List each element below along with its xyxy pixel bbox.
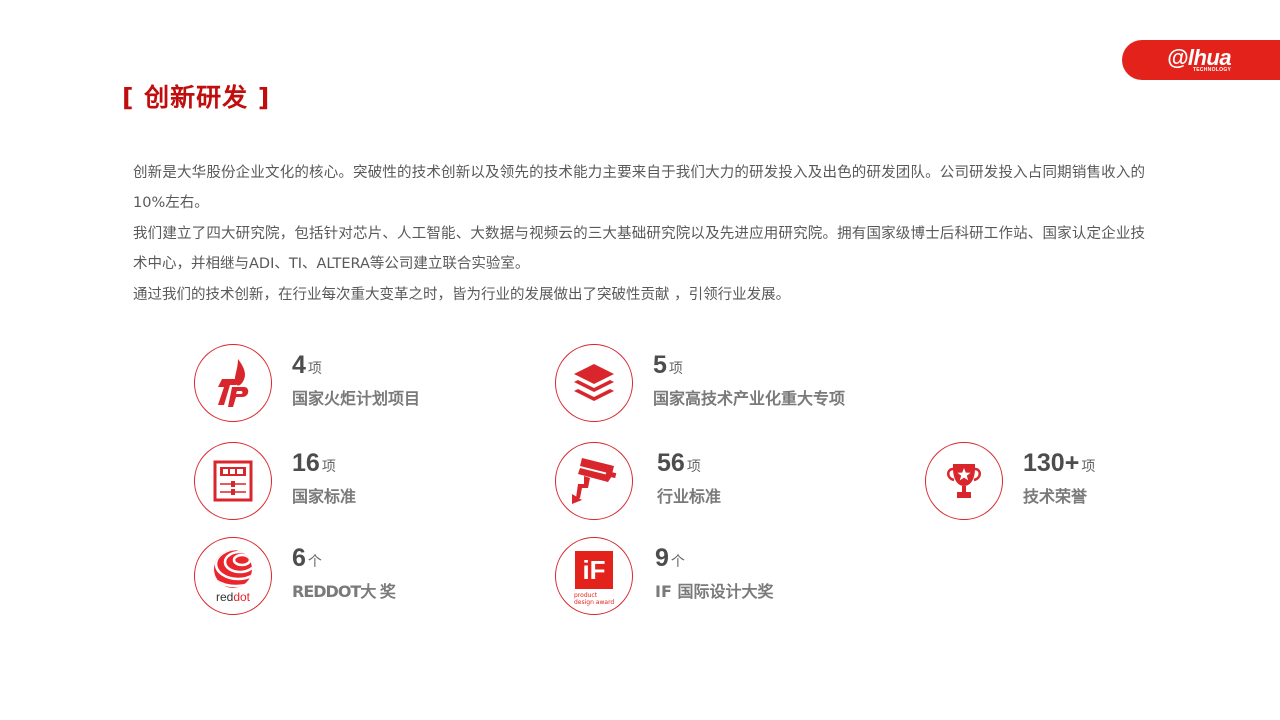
stat-label: 国家火炬计划项目 xyxy=(292,389,421,408)
stat-national-standards: 16 项 国家标准 xyxy=(194,442,356,520)
stat-label: 技术荣誉 xyxy=(1023,487,1088,506)
intro-paragraph: 通过我们的技术创新，在行业每次重大变革之时，皆为行业的发展做出了突破性贡献 ，引… xyxy=(133,287,791,303)
torch-icon xyxy=(194,344,272,422)
stat-torch-program: 4 项 国家火炬计划项目 xyxy=(194,344,420,422)
reddot-logo-icon: reddot xyxy=(194,537,272,615)
stat-tech-honors: 130+ 项 技术荣誉 xyxy=(925,442,1095,520)
stat-number: 16 xyxy=(292,449,320,477)
stat-industry-standards: 56 项 行业标准 xyxy=(555,442,721,520)
stat-number: 6 xyxy=(292,544,306,572)
stat-number: 56 xyxy=(657,449,685,477)
page-title: [ 创新研发 ] xyxy=(122,83,271,112)
security-camera-icon xyxy=(555,442,633,520)
stat-unit: 项 xyxy=(686,459,701,475)
stat-number: 5 xyxy=(653,351,667,379)
stat-if-design-award: iF product design award 9 个 IF 国际设计大奖 xyxy=(555,537,773,615)
logo-brand: @lhua xyxy=(1166,44,1232,70)
dahua-logo: @lhua TECHNOLOGY xyxy=(1122,40,1280,80)
stat-unit: 项 xyxy=(307,361,322,377)
stat-label: IF 国际设计大奖 xyxy=(655,582,774,601)
intro-text: 创新是大华股份企业文化的核心。突破性的技术创新以及领先的技术能力主要来自于我们大… xyxy=(133,158,1145,310)
intro-paragraph: 我们建立了四大研究院，包括针对芯片、人工智能、大数据与视频云的三大基础研究院以及… xyxy=(133,226,1145,272)
stat-number: 9 xyxy=(655,544,669,572)
if-award-logo-icon: iF product design award xyxy=(555,537,633,615)
stat-reddot-award: reddot 6 个 REDDOT大 奖 xyxy=(194,537,396,615)
stat-unit: 个 xyxy=(670,554,685,570)
stat-number: 4 xyxy=(292,351,306,379)
if-logo-text: iF xyxy=(582,554,606,585)
if-caption-1: product xyxy=(574,591,598,599)
stat-unit: 项 xyxy=(668,361,683,377)
stat-number: 130+ xyxy=(1023,449,1080,477)
stat-label: REDDOT大 奖 xyxy=(292,582,396,601)
stat-label: 国家高技术产业化重大专项 xyxy=(653,389,846,408)
stat-hightech-projects: 5 项 国家高技术产业化重大专项 xyxy=(555,344,853,422)
intro-paragraph: 创新是大华股份企业文化的核心。突破性的技术创新以及领先的技术能力主要来自于我们大… xyxy=(133,165,1145,211)
stat-label: 国家标准 xyxy=(292,487,357,506)
logo-tagline: TECHNOLOGY xyxy=(1192,66,1232,73)
layers-icon xyxy=(555,344,633,422)
standard-document-icon xyxy=(194,442,272,520)
trophy-icon xyxy=(925,442,1003,520)
stat-unit: 项 xyxy=(321,459,336,475)
if-caption-2: design award xyxy=(574,598,615,606)
stat-unit: 项 xyxy=(1081,459,1096,475)
stat-label: 行业标准 xyxy=(657,487,722,506)
stat-unit: 个 xyxy=(307,554,322,570)
